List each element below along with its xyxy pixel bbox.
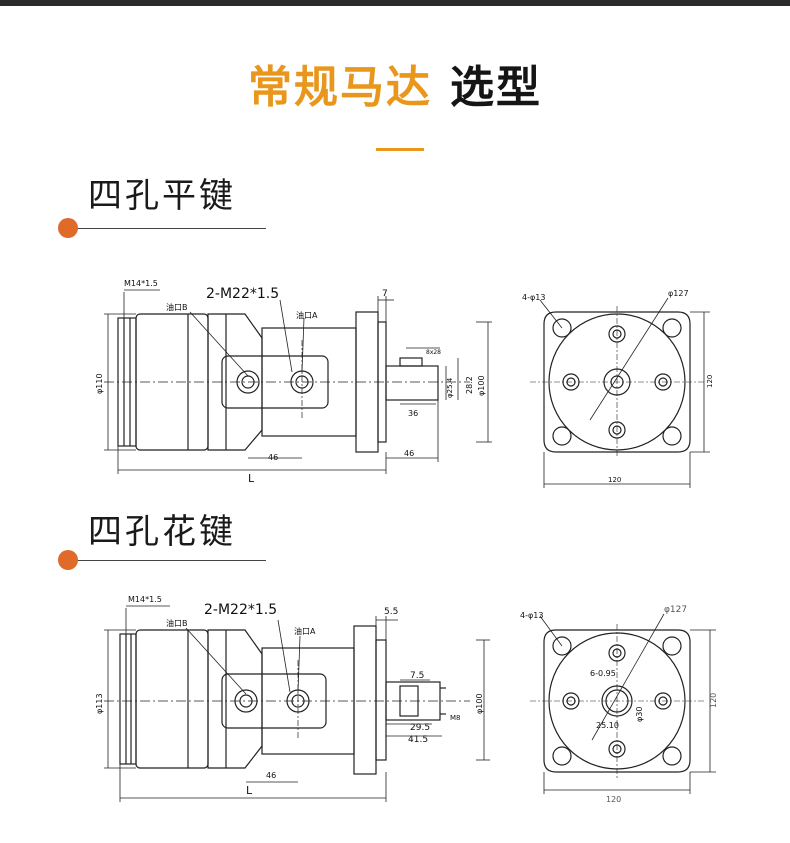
label-length: L [248,472,255,485]
label-end-thread: M8 [450,714,461,722]
label-port-spacing: 46 [266,771,276,780]
label-port-spacing: 46 [268,453,278,462]
label-shaft-diameter: φ25.4 [446,377,454,398]
section-heading-spline: 四孔花键 [88,512,236,552]
label-flange-thickness: 7 [382,289,388,299]
label-shaft-length: 41.5 [408,735,428,745]
label-pilot-diameter: φ110 [95,373,104,394]
label-spline-step: 7.5 [410,671,424,681]
label-port-b: 油口B [166,618,188,628]
label-mount-thread: 2-M22*1.5 [204,602,277,618]
label-flange-diameter: φ100 [477,375,486,396]
label-flange-thickness: 5.5 [384,607,398,617]
label-port-b: 油口B [166,302,188,312]
label-shaft-length: 46 [404,449,414,458]
label-port-thread: M14*1.5 [124,279,158,288]
label-bolt-holes: 4-φ13 [522,293,545,302]
drawing-flat-key: M14*1.5 2-M22*1.5 油口B 油口A 7 φ110 8x28 φ2… [0,270,790,490]
label-height: 120 [709,693,718,708]
title-underline [376,148,424,151]
label-key-length: 36 [408,409,418,418]
top-dark-bar [0,0,790,6]
label-port-thread: M14*1.5 [128,595,162,604]
technical-drawing-flat-key: M14*1.5 2-M22*1.5 油口B 油口A 7 φ110 8x28 φ2… [95,279,714,488]
label-width: 120 [608,476,621,484]
technical-drawing-spline: M14*1.5 2-M22*1.5 油口B 油口A 5.5 φ113 7.5 φ… [95,595,718,804]
label-length: L [246,784,253,797]
section-rule [68,228,266,229]
title-dark-text: 选型 [450,62,542,113]
label-pilot-diameter: φ113 [95,693,104,714]
label-spline-minor: 25.10 [596,721,619,730]
label-height: 120 [706,375,714,388]
label-bolt-holes: 4-φ13 [520,611,543,620]
label-spline-spec: 6-0.95 [590,669,616,678]
label-port-a: 油口A [294,626,316,636]
label-key-spec: 8x28 [426,349,441,356]
label-key-height: 28.2 [465,376,474,394]
section-heading-flat-key: 四孔平键 [88,176,236,216]
label-spline-diameter: φ30 [635,707,644,722]
section-rule [68,560,266,561]
label-flange-diameter: φ100 [475,693,484,714]
drawing-spline: M14*1.5 2-M22*1.5 油口B 油口A 5.5 φ113 7.5 φ… [0,590,790,810]
label-width: 120 [606,795,621,804]
page-title: 常规马达选型 [0,58,790,118]
section-bullet-dot [58,550,78,570]
label-port-a: 油口A [296,310,318,320]
section-bullet-dot [58,218,78,238]
label-bolt-circle: φ127 [664,605,687,615]
label-bolt-circle: φ127 [668,289,689,298]
label-mount-thread: 2-M22*1.5 [206,286,279,302]
title-accent-text: 常规马达 [248,62,432,113]
label-spline-length: 29.5 [410,723,430,733]
